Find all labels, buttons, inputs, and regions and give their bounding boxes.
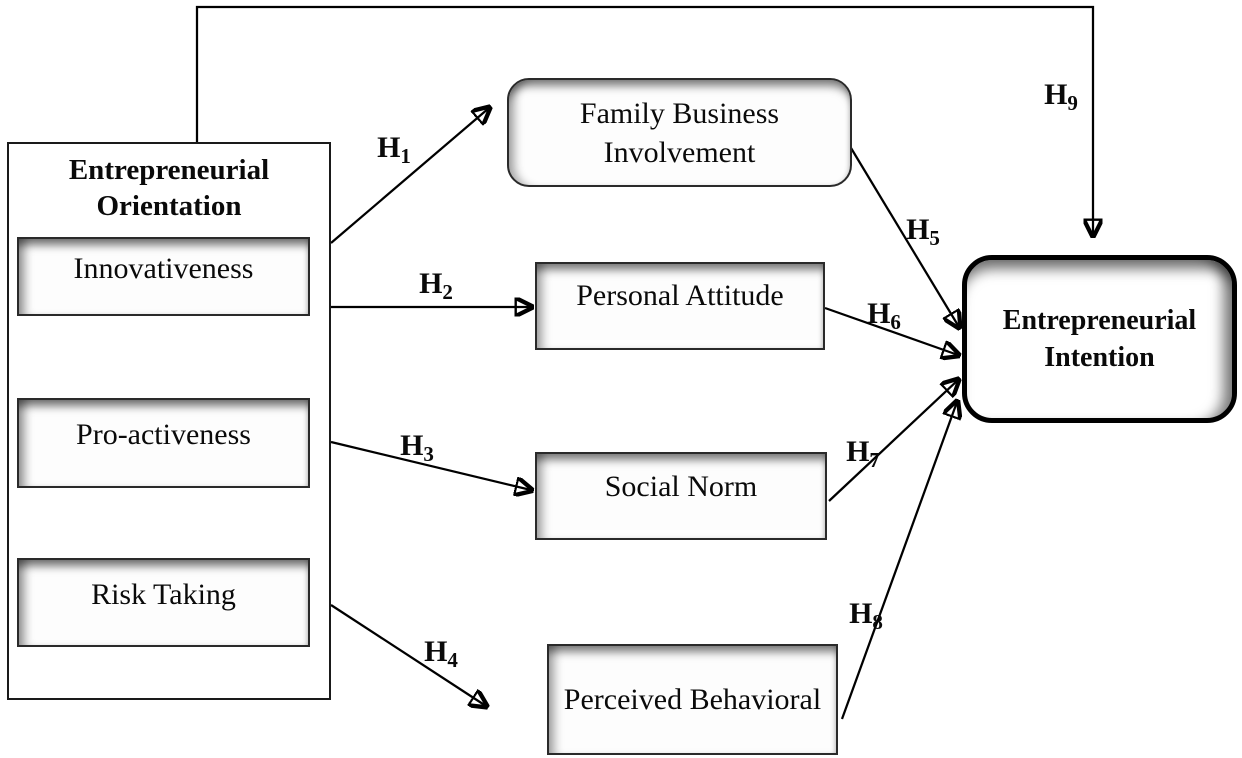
family-business-involvement-box: Family Business Involvement — [507, 78, 852, 187]
entrepreneurial-orientation-title: Entrepreneurial Orientation — [68, 154, 270, 222]
hypothesis-label-h6: H6 — [867, 297, 901, 334]
hypothesis-label-h3: H3 — [400, 429, 434, 466]
innovativeness-box: Innovativeness — [17, 237, 310, 316]
hypothesis-label-h5: H5 — [906, 213, 940, 250]
hypothesis-label-h9: H9 — [1044, 78, 1078, 115]
hypothesis-label-h2: H2 — [419, 267, 453, 304]
arrow-h1 — [330, 108, 489, 244]
perceived-behavioral-box: Perceived Behavioral — [547, 644, 838, 755]
personal-attitude-box: Personal Attitude — [535, 262, 825, 350]
pro-activeness-box: Pro-activeness — [17, 398, 310, 488]
arrow-h4 — [330, 604, 486, 706]
social-norm-box: Social Norm — [535, 452, 827, 540]
entrepreneurial-intention-box: Entrepreneurial Intention — [962, 255, 1237, 423]
hypothesis-label-h4: H4 — [424, 635, 458, 672]
hypothesis-label-h7: H7 — [846, 435, 880, 472]
hypothesis-label-h8: H8 — [849, 597, 883, 634]
hypothesis-label-h1: H1 — [377, 131, 411, 168]
entrepreneurial-orientation-box: Entrepreneurial Orientation Innovativene… — [7, 142, 331, 700]
risk-taking-box: Risk Taking — [17, 558, 310, 647]
